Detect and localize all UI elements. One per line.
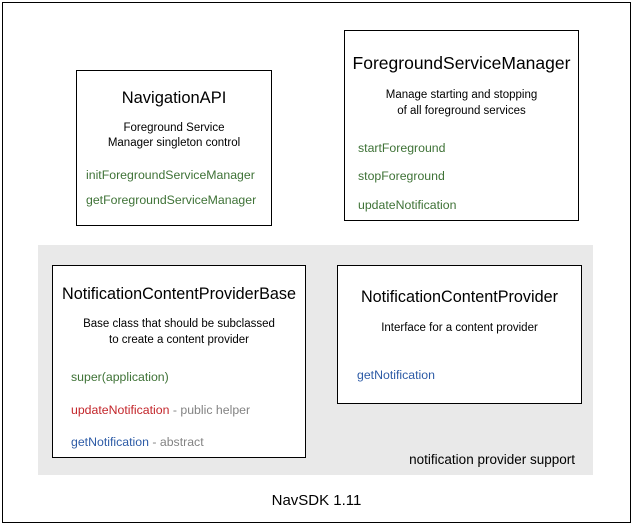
- class-box-notification-content-provider-base[interactable]: NotificationContentProviderBase Base cla…: [52, 265, 306, 458]
- class-box-description: Base class that should be subclassed to …: [53, 317, 305, 348]
- class-member-row[interactable]: initForegroundServiceManager: [86, 168, 271, 183]
- class-box-notification-content-provider[interactable]: NotificationContentProvider Interface fo…: [337, 265, 582, 404]
- class-box-member-list: getNotification: [338, 368, 581, 383]
- class-box-title: ForegroundServiceManager: [352, 53, 571, 73]
- class-member-name: getNotification: [357, 367, 435, 382]
- class-box-description-line: Foreground Service: [123, 121, 225, 134]
- class-box-description-line: Manage starting and stopping: [385, 89, 538, 101]
- class-box-description-line: of all foreground services: [397, 104, 526, 117]
- class-member-row[interactable]: super(application): [71, 370, 305, 385]
- class-box-description: Foreground Service Manager singleton con…: [77, 121, 271, 152]
- class-member-note: - public helper: [169, 402, 251, 417]
- class-member-name: super(application): [71, 370, 169, 385]
- class-member-row[interactable]: startForeground: [358, 141, 578, 156]
- class-member-name: startForeground: [358, 141, 446, 156]
- class-member-name: getNotification: [71, 435, 149, 450]
- class-box-description-line: to create a content provider: [109, 333, 249, 346]
- class-box-navigation-api[interactable]: NavigationAPI Foreground Service Manager…: [76, 70, 272, 226]
- class-box-member-list: super(application) updateNotification - …: [53, 370, 305, 450]
- class-box-description-line: Interface for a content provider: [381, 322, 538, 335]
- class-member-name: initForegroundServiceManager: [86, 167, 255, 182]
- diagram-footer-caption: NavSDK 1.11: [271, 492, 362, 509]
- class-box-description-line: Manager singleton control: [107, 137, 241, 150]
- class-box-title: NotificationContentProviderBase: [62, 285, 296, 303]
- class-member-row[interactable]: getForegroundServiceManager: [86, 193, 271, 208]
- class-member-name: updateNotification: [358, 197, 457, 212]
- class-box-member-list: initForegroundServiceManager getForegrou…: [77, 168, 271, 209]
- class-member-row[interactable]: stopForeground: [358, 169, 578, 184]
- class-member-row[interactable]: updateNotification - public helper: [71, 403, 305, 418]
- class-member-name: updateNotification: [71, 402, 170, 417]
- class-box-foreground-service-manager[interactable]: ForegroundServiceManager Manage starting…: [344, 30, 579, 221]
- class-box-title: NavigationAPI: [121, 89, 227, 107]
- class-box-title: NotificationContentProvider: [360, 288, 559, 306]
- class-member-row[interactable]: getNotification - abstract: [71, 435, 305, 450]
- class-box-description-line: Base class that should be subclassed: [83, 318, 275, 331]
- class-member-name: getForegroundServiceManager: [86, 193, 257, 208]
- class-member-note: - abstract: [148, 435, 204, 450]
- class-box-member-list: startForeground stopForeground updateNot…: [345, 141, 578, 213]
- group-panel-label: notification provider support: [409, 452, 575, 467]
- class-box-description: Manage starting and stopping of all fore…: [345, 88, 578, 119]
- class-box-description: Interface for a content provider: [338, 321, 581, 337]
- class-member-name: stopForeground: [358, 169, 445, 184]
- class-member-row[interactable]: updateNotification: [358, 198, 578, 213]
- class-member-row[interactable]: getNotification: [357, 368, 581, 383]
